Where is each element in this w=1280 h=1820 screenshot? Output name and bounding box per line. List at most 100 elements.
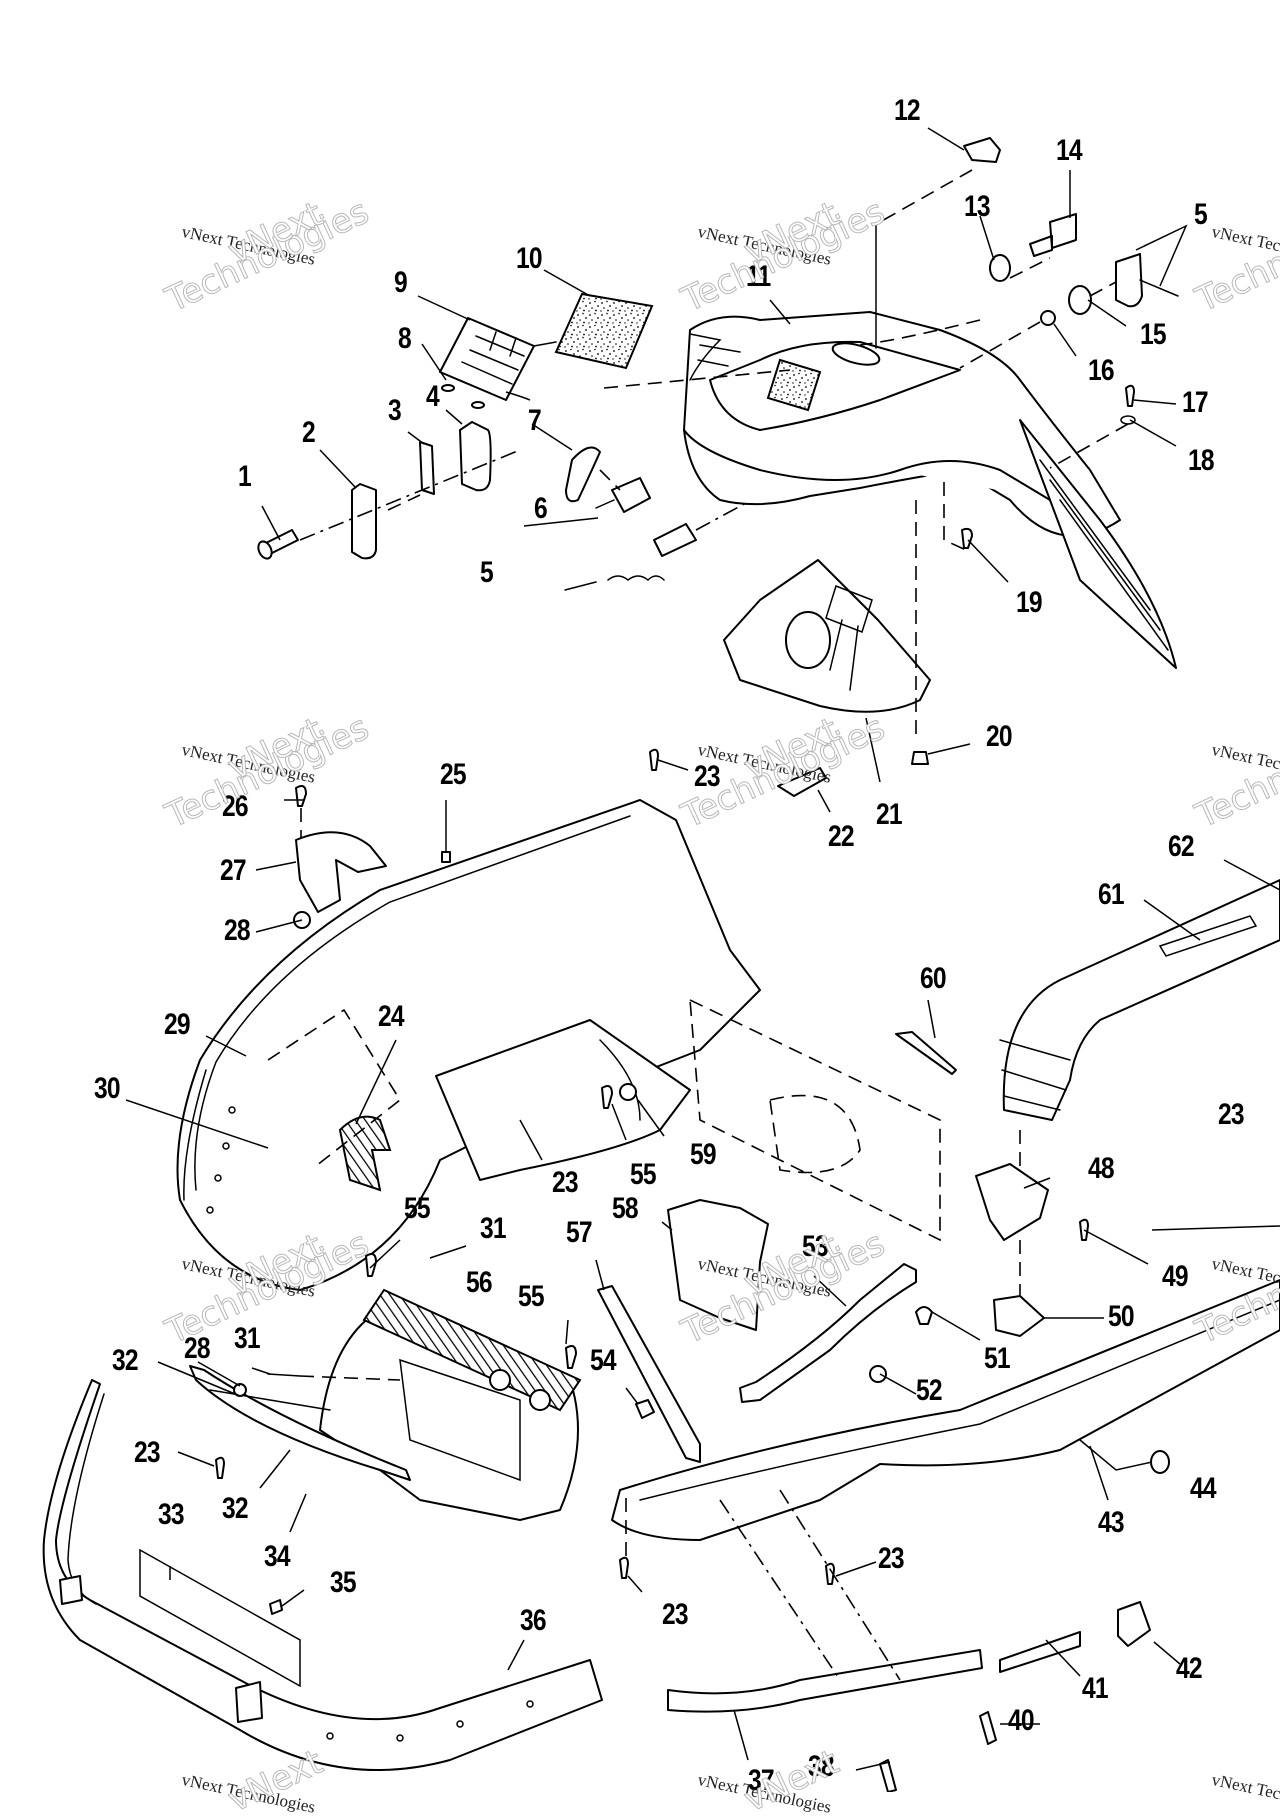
callout-56: 56 [466, 1266, 493, 1299]
callout-5-top: 5 [1194, 198, 1208, 231]
part-31-screw [267, 1373, 301, 1377]
callout-16: 16 [1088, 354, 1115, 387]
callout-15: 15 [1140, 318, 1167, 351]
callout-3: 3 [388, 394, 402, 427]
callout-33: 33 [158, 1498, 185, 1531]
callout-52: 52 [916, 1374, 943, 1407]
part-5-lower [564, 489, 771, 591]
part-55-screw-a [365, 1253, 377, 1277]
part-57-bar [597, 1285, 701, 1463]
callout-49: 49 [1162, 1260, 1189, 1293]
part-3-plate [419, 441, 435, 495]
part-56-bulkhead [319, 1288, 582, 1521]
callout-55-a: 55 [404, 1192, 431, 1225]
part-53-strap [739, 1263, 917, 1403]
part-34-lower-pan [189, 1365, 411, 1481]
callout-28-b: 28 [184, 1332, 211, 1365]
callout-54: 54 [590, 1344, 617, 1377]
callout-7: 7 [528, 404, 542, 437]
part-55-screw-b [565, 1345, 577, 1369]
part-61-decal [1158, 915, 1258, 957]
part-29-nose-pan [176, 799, 761, 1291]
part-22-clip [777, 767, 827, 797]
callout-59: 59 [690, 1138, 717, 1171]
callout-1: 1 [238, 460, 252, 493]
callout-42: 42 [1176, 1652, 1203, 1685]
callout-53: 53 [802, 1230, 829, 1263]
callout-50: 50 [1108, 1300, 1135, 1333]
callout-27: 27 [220, 854, 247, 887]
callout-11: 11 [746, 260, 771, 293]
callout-41: 41 [1082, 1672, 1109, 1705]
callout-48: 48 [1088, 1152, 1115, 1185]
callout-36: 36 [520, 1604, 547, 1637]
part-14-latch [1029, 213, 1077, 257]
callout-23-e: 23 [662, 1598, 689, 1631]
callout-20: 20 [986, 720, 1013, 753]
part-13-nut [989, 254, 1011, 282]
part-17-screw [1125, 384, 1135, 407]
part-16-washer [1040, 310, 1056, 326]
part-36-front-bumper [42, 1379, 603, 1771]
part-21-air-box [723, 559, 931, 713]
part-37-rear-bumper [667, 1649, 983, 1713]
part-25-pin [441, 851, 451, 863]
callout-5-bottom: 5 [480, 556, 494, 589]
callout-6: 6 [534, 492, 548, 525]
callout-21: 21 [876, 798, 903, 831]
callout-40: 40 [1008, 1704, 1035, 1737]
part-55-screw-c [601, 1085, 613, 1109]
callout-51: 51 [984, 1342, 1011, 1375]
part-19-screw [961, 527, 973, 549]
part-5-upper [1115, 253, 1143, 308]
callout-2: 2 [302, 416, 316, 449]
callout-18: 18 [1188, 444, 1215, 477]
part-33-decal [139, 1548, 301, 1688]
callout-17: 17 [1182, 386, 1209, 419]
callout-37: 37 [748, 1764, 775, 1797]
callout-31-a: 31 [480, 1212, 507, 1245]
callout-44: 44 [1190, 1472, 1217, 1505]
callout-58: 58 [612, 1192, 639, 1225]
callout-61: 61 [1098, 878, 1125, 911]
part-38-bolt [879, 1759, 897, 1792]
callout-35: 35 [330, 1566, 357, 1599]
callout-26: 26 [222, 790, 249, 823]
callout-4: 4 [426, 380, 440, 413]
part-4-bracket [459, 421, 492, 492]
part-1-bolt [257, 529, 299, 560]
part-12-clip [963, 137, 1001, 163]
callout-57: 57 [566, 1216, 593, 1249]
part-11-hood [683, 311, 1177, 669]
part-49-screw [1079, 1218, 1089, 1241]
callout-38: 38 [808, 1750, 835, 1783]
part-58-bracket [667, 1199, 769, 1331]
callout-43: 43 [1098, 1506, 1125, 1539]
part-27-bracket [295, 831, 387, 913]
callout-32-a: 32 [112, 1344, 139, 1377]
part-43-belly-pan [611, 1279, 1280, 1541]
callout-55-b: 55 [630, 1158, 657, 1191]
part-20-nut [911, 751, 929, 765]
callout-62: 62 [1168, 830, 1195, 863]
part-44-plug [1150, 1450, 1170, 1474]
callout-55-c: 55 [518, 1280, 545, 1313]
callout-23-d: 23 [134, 1436, 161, 1469]
part-60-clip [895, 1031, 957, 1075]
part-9-grille [439, 317, 535, 401]
part-62-side-panel [999, 879, 1280, 1121]
part-24-insulation [338, 1115, 392, 1192]
callout-30: 30 [94, 1072, 121, 1105]
callout-60: 60 [920, 962, 947, 995]
callout-31-b: 31 [234, 1322, 261, 1355]
callout-10: 10 [516, 242, 543, 275]
part-51-pushpin [915, 1306, 933, 1325]
part-48-hinge [975, 1163, 1049, 1241]
part-54-nut [635, 1399, 655, 1419]
part-23-screw-2 [215, 1456, 225, 1479]
callout-25: 25 [440, 758, 467, 791]
part-10-filter [554, 292, 654, 370]
part-42-cap [1117, 1601, 1151, 1647]
part-23-screw-3 [619, 1556, 629, 1579]
